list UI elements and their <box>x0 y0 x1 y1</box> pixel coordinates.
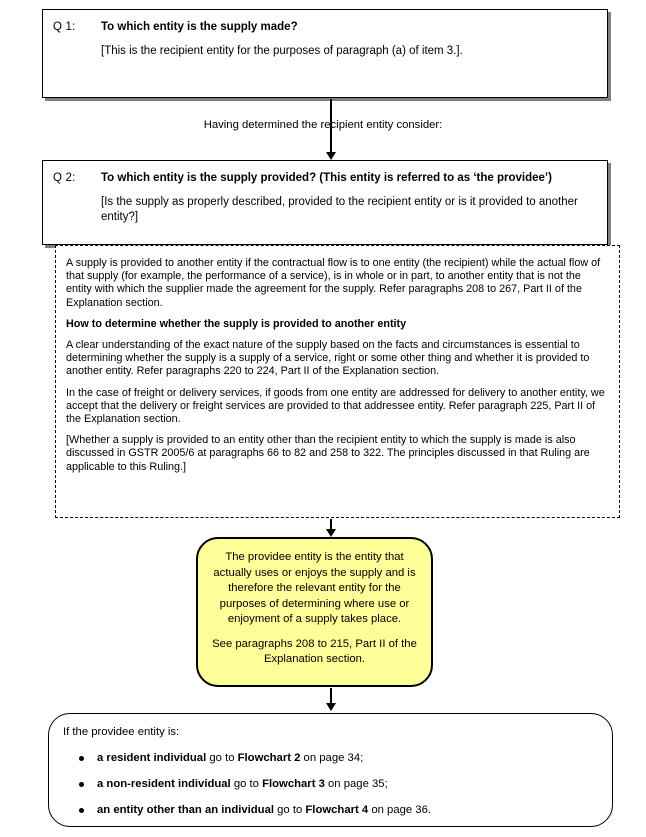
outcome-item-0-text: a resident individual go to Flowchart 2 … <box>97 752 364 764</box>
outcome-intro: If the providee entity is: <box>63 726 180 738</box>
connector-arrow-q1-to-q2-line <box>330 99 332 157</box>
connector-arrow-note-to-outcome-line <box>330 688 332 710</box>
question-1-box: Q 1: To which entity is the supply made?… <box>42 9 608 98</box>
outcome-box: If the providee entity is: a resident in… <box>48 713 613 827</box>
connector-arrow-explanation-to-note-head <box>326 529 336 537</box>
list-item: a non-resident individual go to Flowchar… <box>63 777 598 792</box>
explanation-heading: How to determine whether the supply is p… <box>66 317 407 330</box>
outcome-item-1-text: a non-resident individual go to Flowchar… <box>97 778 388 790</box>
question-2-body: To which entity is the supply provided? … <box>101 171 595 225</box>
connector-caption: Having determined the recipient entity c… <box>203 119 443 131</box>
explanation-paragraph-3: In the case of freight or delivery servi… <box>66 386 605 426</box>
question-2-box: Q 2: To which entity is the supply provi… <box>42 160 608 245</box>
explanation-paragraph-2: A clear understanding of the exact natur… <box>66 339 590 378</box>
outcome-item-2-text: an entity other than an individual go to… <box>97 804 432 816</box>
list-item: a resident individual go to Flowchart 2 … <box>63 751 598 766</box>
explanation-dashed-box: A supply is provided to another entity i… <box>55 245 620 518</box>
question-2-row: Q 2: To which entity is the supply provi… <box>53 171 595 225</box>
providee-note-line-2: See paragraphs 208 to 215, Part II of th… <box>212 637 417 666</box>
question-2-label: Q 2: <box>53 172 76 184</box>
question-1-row: Q 1: To which entity is the supply made?… <box>53 20 595 59</box>
question-2-title: To which entity is the supply provided? … <box>101 172 552 184</box>
providee-note-line-1: The providee entity is the entity that a… <box>213 551 416 625</box>
list-item: an entity other than an individual go to… <box>63 803 598 818</box>
question-1-body: To which entity is the supply made? [Thi… <box>101 20 595 59</box>
connector-arrow-q1-to-q2-head <box>326 152 336 160</box>
providee-note-box: The providee entity is the entity that a… <box>196 537 433 687</box>
question-2-subtitle: [Is the supply as properly described, pr… <box>101 196 578 223</box>
bullet-icon <box>79 756 84 761</box>
explanation-paragraph-1: A supply is provided to another entity i… <box>66 257 601 309</box>
bullet-icon <box>79 782 84 787</box>
explanation-paragraph-4: [Whether a supply is provided to an enti… <box>66 434 590 473</box>
question-1-label: Q 1: <box>53 21 76 33</box>
question-1-title: To which entity is the supply made? <box>101 21 298 33</box>
connector-arrow-note-to-outcome-head <box>326 703 336 711</box>
connector-arrow-explanation-to-note-line <box>330 519 332 534</box>
outcome-list: a resident individual go to Flowchart 2 … <box>63 751 598 818</box>
bullet-icon <box>79 808 84 813</box>
question-1-subtitle: [This is the recipient entity for the pu… <box>101 45 463 57</box>
